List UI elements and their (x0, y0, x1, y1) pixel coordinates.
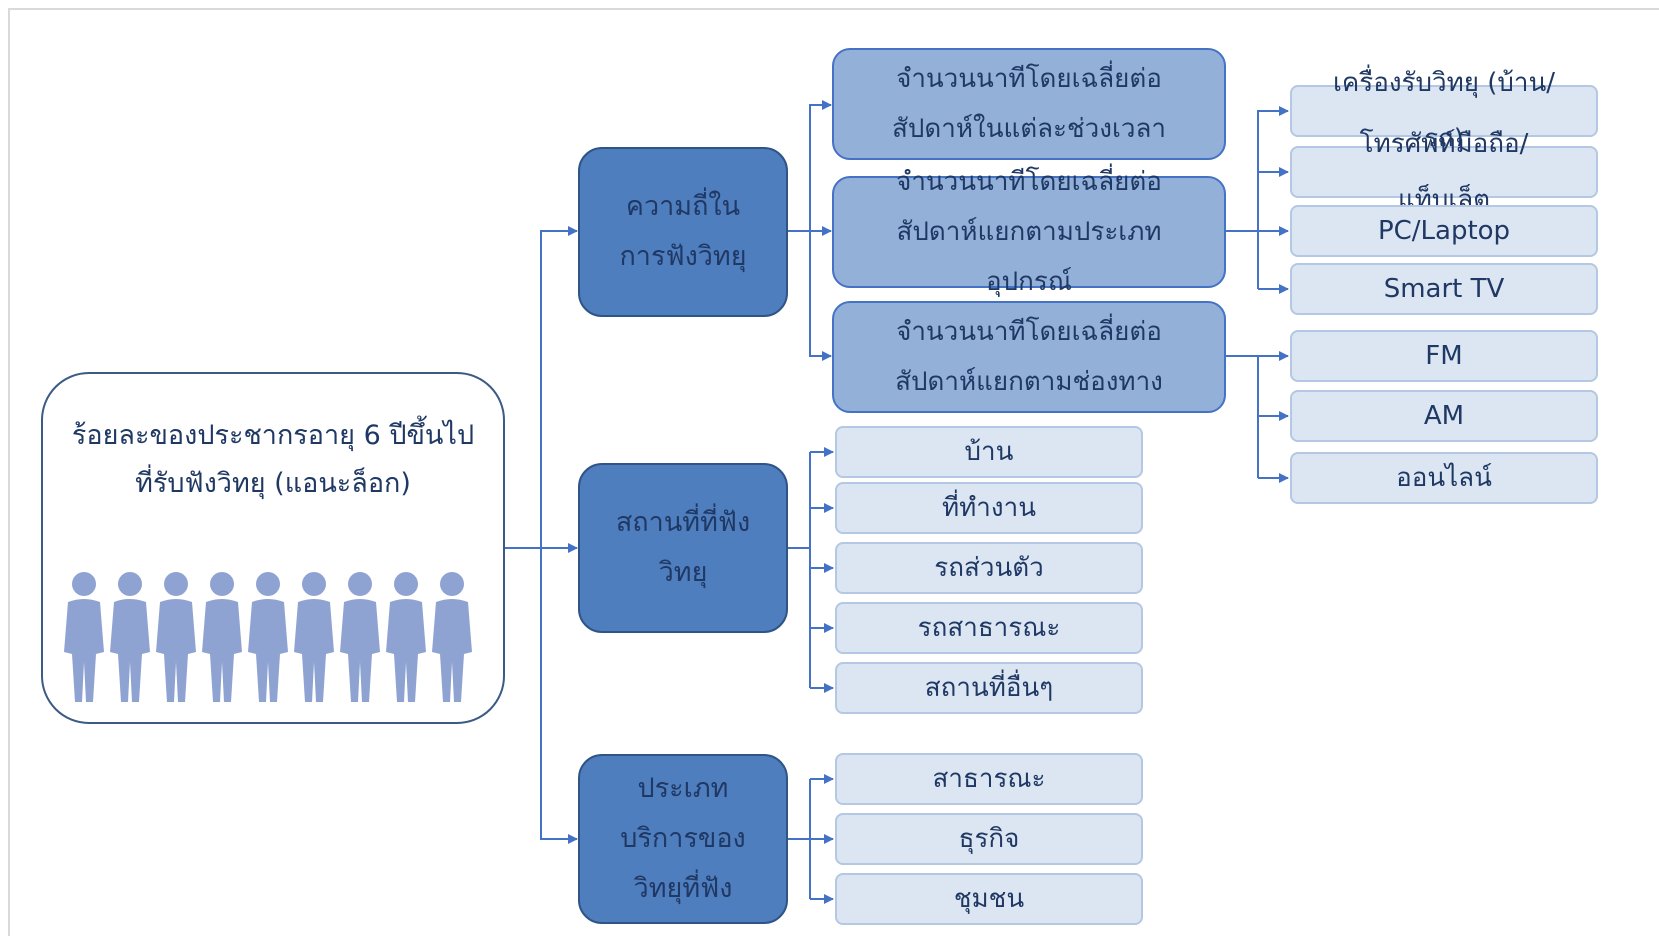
category-listening-frequency: ความถี่ในการฟังวิทยุ (578, 147, 788, 317)
connector-frequency-to-channel (809, 231, 832, 361)
node-minutes-by-device: จำนวนนาทีโดยเฉลี่ยต่อสัปดาห์แยกตามประเภท… (832, 167, 1226, 297)
category-label: สถานที่ที่ฟังวิทยุ (615, 507, 751, 588)
leaf-label: ธุรกิจ (958, 824, 1020, 854)
leaf-label: รถสาธารณะ (917, 613, 1061, 643)
leaf-label: ที่ทำงาน (942, 493, 1036, 523)
leaf-mobile-tablet: โทรศัพท์มือถือ/แท็บเล็ต (1290, 129, 1598, 215)
slide-frame (8, 8, 1659, 936)
node-minutes-by-timeslot: จำนวนนาทีโดยเฉลี่ยต่อสัปดาห์ในแต่ละช่วงเ… (832, 48, 1226, 160)
leaf-label: สถานที่อื่นๆ (924, 673, 1054, 703)
category-label: ประเภทบริการของวิทยุที่ฟัง (620, 773, 746, 904)
node-label: จำนวนนาทีโดยเฉลี่ยต่อสัปดาห์แยกตามประเภท… (896, 167, 1162, 297)
leaf-home: บ้าน (835, 426, 1143, 478)
people-group-icon (64, 572, 472, 702)
leaf-label: Smart TV (1383, 274, 1505, 304)
leaf-other-places: สถานที่อื่นๆ (835, 662, 1143, 714)
leaf-smart-tv: Smart TV (1290, 263, 1598, 315)
leaf-label: ออนไลน์ (1396, 463, 1492, 493)
node-minutes-by-channel: จำนวนนาทีโดยเฉลี่ยต่อสัปดาห์แยกตามช่องทา… (832, 301, 1226, 413)
leaf-workplace: ที่ทำงาน (835, 482, 1143, 534)
category-label: ความถี่ในการฟังวิทยุ (619, 191, 747, 272)
leaf-public-service: สาธารณะ (835, 753, 1143, 805)
leaf-label: บ้าน (964, 437, 1014, 467)
leaf-community: ชุมชน (835, 873, 1143, 925)
node-label: จำนวนนาทีโดยเฉลี่ยต่อสัปดาห์แยกตามช่องทา… (895, 317, 1163, 397)
leaf-label: FM (1425, 341, 1463, 371)
leaf-radio-receiver: เครื่องรับวิทยุ (บ้าน/รถ) (1290, 68, 1598, 154)
leaf-label: AM (1423, 401, 1465, 431)
leaf-label: สาธารณะ (932, 764, 1046, 794)
leaf-label: ชุมชน (953, 884, 1025, 914)
category-service-type: ประเภทบริการของวิทยุที่ฟัง (578, 754, 788, 924)
leaf-business: ธุรกิจ (835, 813, 1143, 865)
connector-frequency-to-timeslot (787, 100, 832, 232)
root-label: ร้อยละของประชากรอายุ 6 ปีขึ้นไป ที่รับฟั… (71, 420, 475, 499)
leaf-public-transport: รถสาธารณะ (835, 602, 1143, 654)
leaf-label: รถส่วนตัว (934, 553, 1044, 583)
leaf-pc-laptop: PC/Laptop (1290, 205, 1598, 257)
leaf-private-car: รถส่วนตัว (835, 542, 1143, 594)
leaf-am: AM (1290, 390, 1598, 442)
leaf-label: เครื่องรับวิทยุ (บ้าน/รถ) (1332, 68, 1556, 154)
leaf-fm: FM (1290, 330, 1598, 382)
leaf-label: PC/Laptop (1377, 216, 1511, 246)
leaf-online: ออนไลน์ (1290, 452, 1598, 504)
connector-root-to-service (540, 548, 578, 844)
connector-root-to-frequency (503, 226, 578, 549)
node-label: จำนวนนาทีโดยเฉลี่ยต่อสัปดาห์ในแต่ละช่วงเ… (892, 64, 1166, 144)
category-listening-place: สถานที่ที่ฟังวิทยุ (578, 463, 788, 633)
